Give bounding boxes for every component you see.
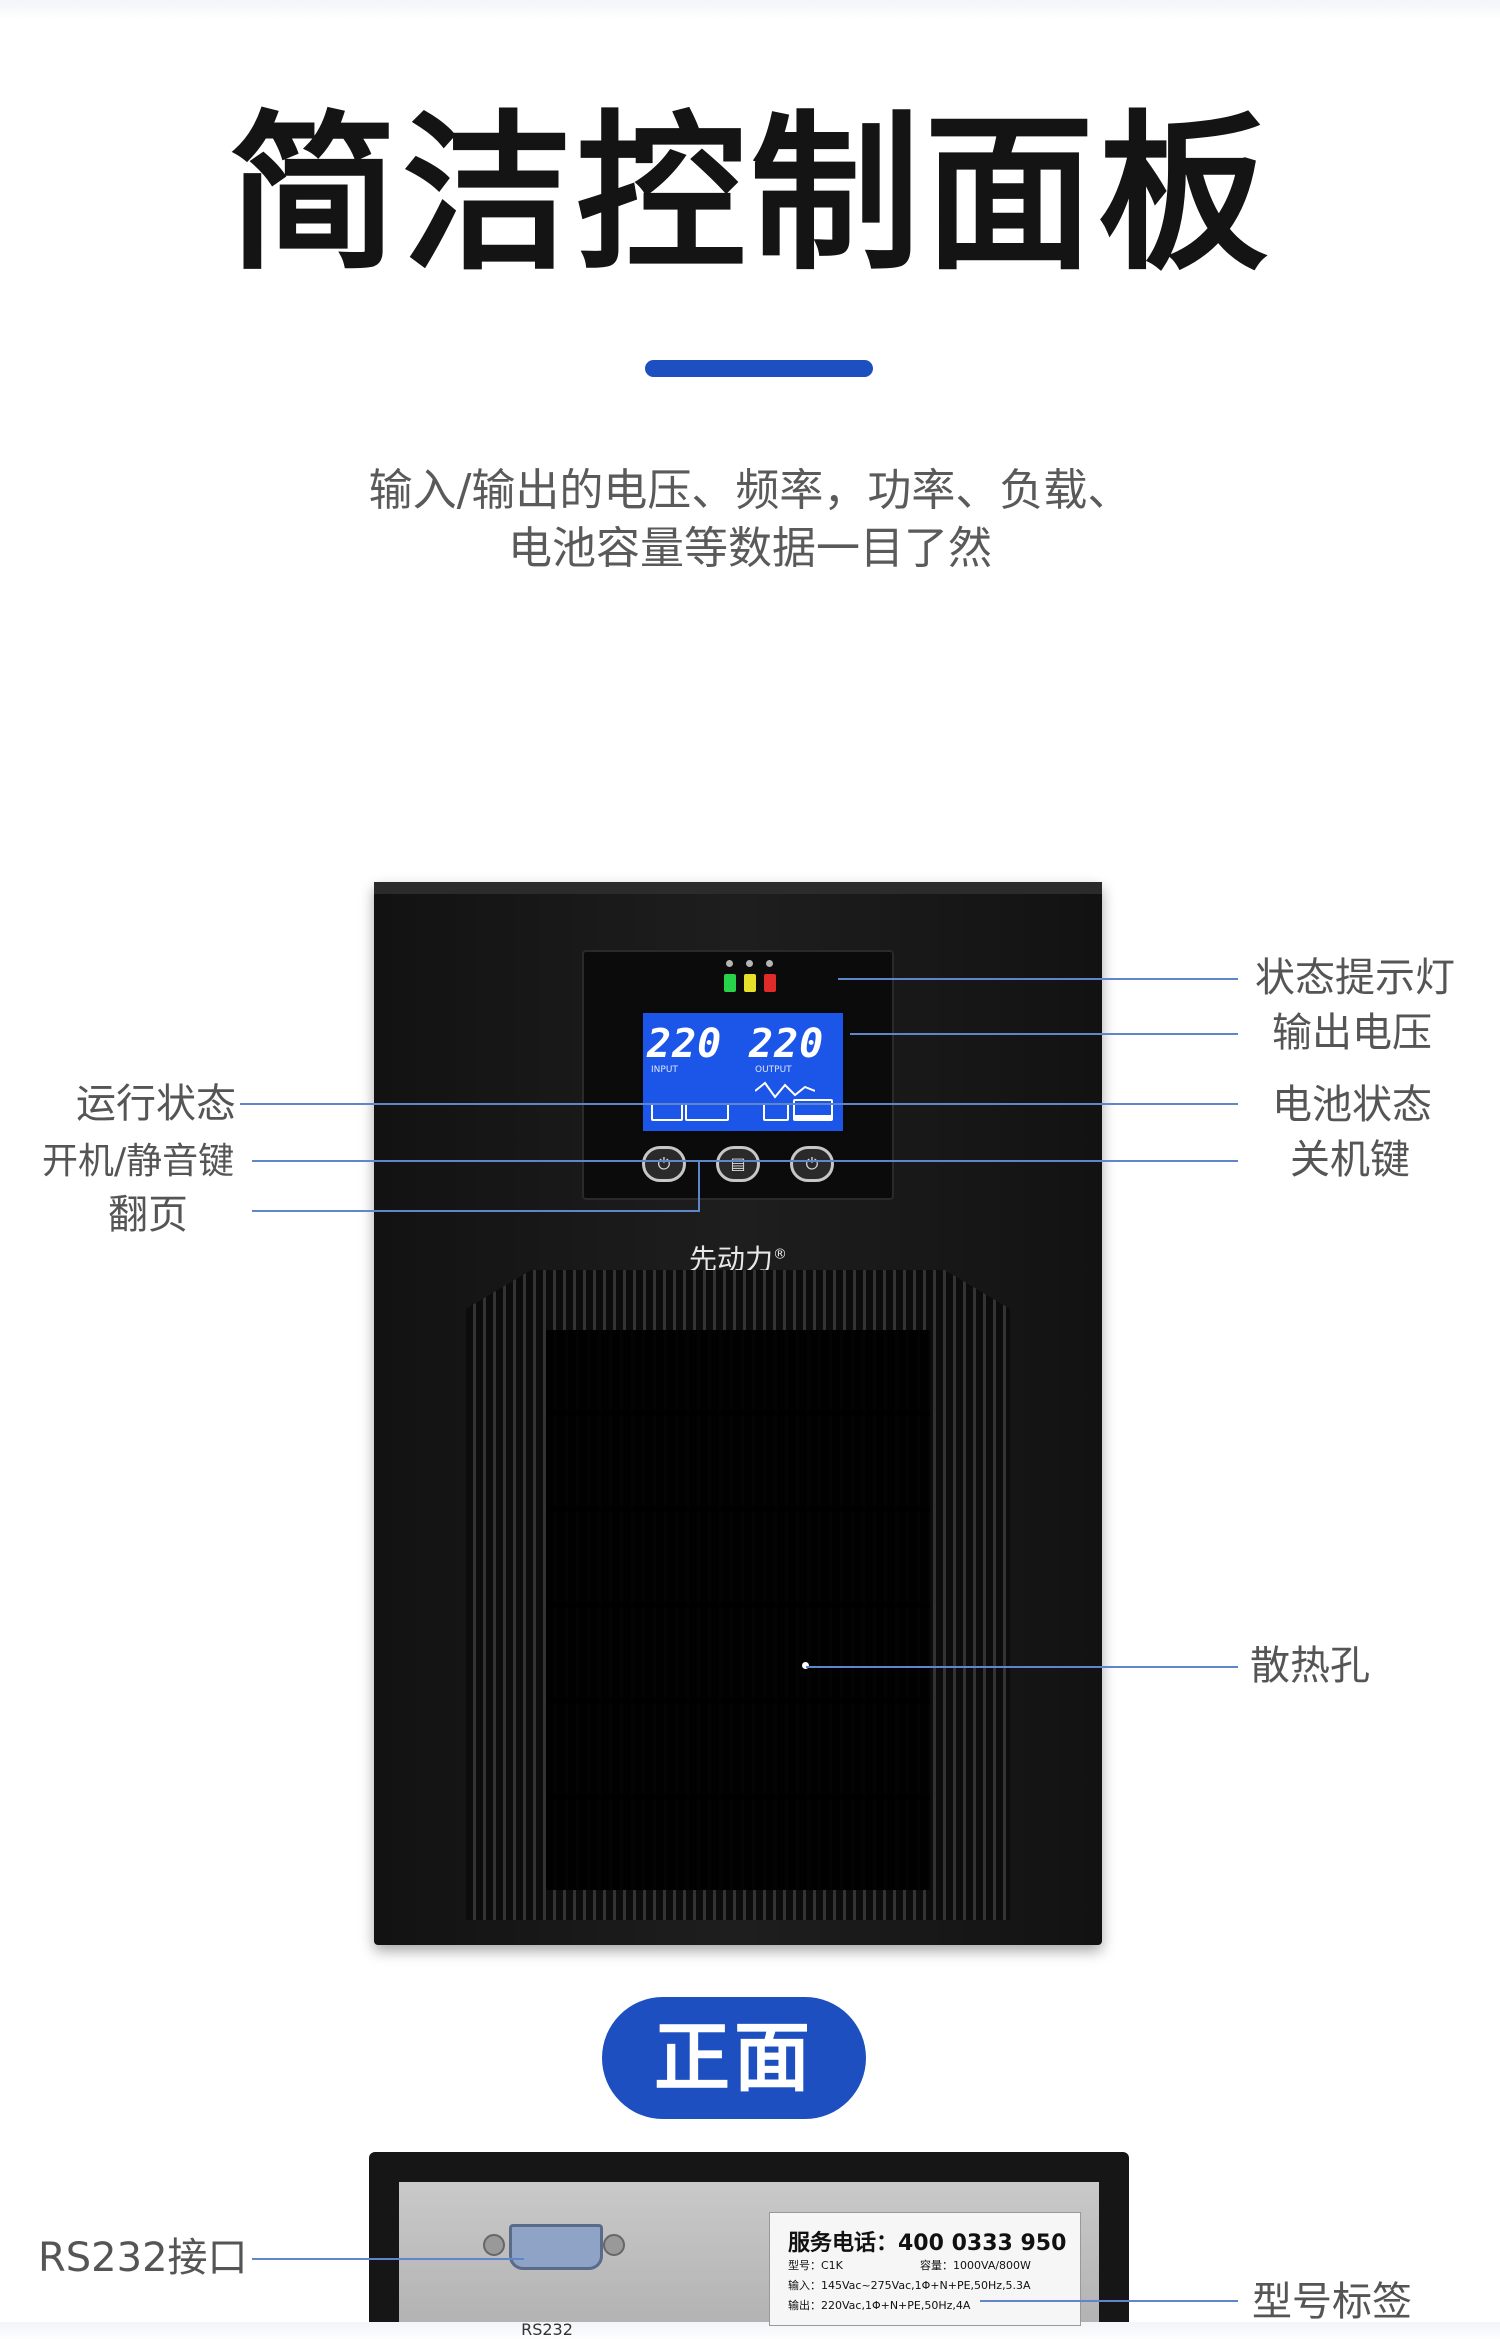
ups-front-image: 220 220 INPUT OUTPUT ⏻ ▤ ⏻ 先动力® — [374, 882, 1102, 1945]
callout-line-model-tag — [980, 2300, 1238, 2302]
label-model-tag: 型号标签 — [1252, 2279, 1412, 2325]
power-on-icon: ⏻ — [657, 1154, 671, 1173]
status-led-yellow — [744, 974, 756, 992]
screw-icon — [483, 2234, 505, 2256]
rs232-port — [509, 2224, 603, 2270]
vent-grille-inner — [546, 1330, 930, 1890]
vent-pointer-dot — [802, 1662, 809, 1669]
label-rs232: RS232接口 — [38, 2235, 248, 2281]
callout-line-status-light — [838, 978, 1238, 980]
vent-grille — [466, 1270, 1010, 1920]
back-plate: RS232 服务电话：400 0333 950 型号：C1K 容量：1000VA… — [399, 2182, 1099, 2339]
label-off-key: 关机键 — [1290, 1137, 1410, 1183]
page-icon: ▤ — [730, 1154, 746, 1173]
tag-output: 输出：220Vac,1Φ+N+PE,50Hz,4A — [788, 2299, 971, 2312]
registered-mark: ® — [773, 1246, 787, 1263]
tag-model: 型号：C1K — [788, 2259, 843, 2272]
subtitle-line-2: 电池容量等数据一目了然 — [508, 523, 992, 574]
power-off-button[interactable]: ⏻ — [790, 1146, 834, 1182]
lcd-output-voltage: 220 — [749, 1021, 825, 1067]
page-button[interactable]: ▤ — [716, 1146, 760, 1182]
label-vent: 散热孔 — [1250, 1643, 1370, 1689]
callout-line-page-vertical — [698, 1160, 700, 1212]
status-led-red — [764, 974, 776, 992]
front-view-badge: 正面 — [602, 1997, 866, 2119]
title-underline — [645, 360, 873, 377]
lcd-load-icon — [685, 1103, 729, 1121]
label-page-turn: 翻页 — [108, 1192, 188, 1238]
tag-capacity: 容量：1000VA/800W — [920, 2259, 1031, 2272]
lcd-waveform-icon — [755, 1081, 815, 1099]
control-panel: 220 220 INPUT OUTPUT ⏻ ▤ ⏻ — [582, 950, 894, 1200]
lcd-battery-level-icon — [793, 1099, 833, 1121]
callout-line-run-battery — [240, 1103, 1238, 1105]
led-marker-icon — [726, 960, 733, 967]
callout-line-rs232 — [252, 2258, 524, 2260]
label-battery-status: 电池状态 — [1272, 1082, 1432, 1128]
ups-back-image: RS232 服务电话：400 0333 950 型号：C1K 容量：1000VA… — [369, 2152, 1129, 2339]
subtitle: 输入/输出的电压、频率，功率、负载、 电池容量等数据一目了然 — [0, 462, 1500, 578]
led-marker-icon — [746, 960, 753, 967]
led-marker-icon — [766, 960, 773, 967]
tag-service-line: 服务电话：400 0333 950 — [788, 2231, 1067, 2256]
screw-icon — [603, 2234, 625, 2256]
tag-input: 输入：145Vac~275Vac,1Φ+N+PE,50Hz,5.3A — [788, 2279, 1031, 2292]
lcd-input-voltage: 220 — [647, 1021, 723, 1067]
label-status-light: 状态提示灯 — [1255, 955, 1455, 1001]
label-power-mute-key: 开机/静音键 — [42, 1141, 235, 1182]
subtitle-line-1: 输入/输出的电压、频率，功率、负载、 — [368, 465, 1132, 516]
label-output-voltage: 输出电压 — [1272, 1010, 1432, 1056]
lcd-battery-icon — [763, 1103, 789, 1121]
status-led-green — [724, 974, 736, 992]
rs232-print: RS232 — [521, 2320, 573, 2339]
callout-line-page — [252, 1210, 700, 1212]
power-on-mute-button[interactable]: ⏻ — [642, 1146, 686, 1182]
page-title: 简洁控制面板 — [227, 96, 1272, 294]
callout-line-vent — [806, 1666, 1238, 1668]
label-run-status: 运行状态 — [76, 1081, 236, 1127]
lcd-display: 220 220 INPUT OUTPUT — [640, 1010, 846, 1134]
lcd-input-tag: INPUT — [651, 1065, 678, 1075]
callout-line-keys — [252, 1160, 1238, 1162]
model-tag: 服务电话：400 0333 950 型号：C1K 容量：1000VA/800W … — [769, 2212, 1081, 2326]
callout-line-output-voltage — [850, 1033, 1238, 1035]
power-off-icon: ⏻ — [805, 1154, 819, 1173]
lcd-mains-icon — [651, 1103, 683, 1121]
lcd-output-tag: OUTPUT — [755, 1065, 792, 1075]
